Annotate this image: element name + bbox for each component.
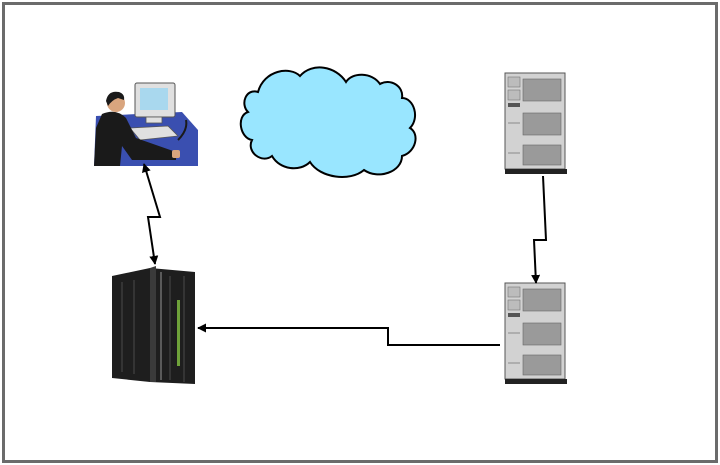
tower-server-icon (505, 73, 567, 174)
frame-border (4, 4, 717, 462)
person-hand (172, 150, 180, 158)
tower-server-icon (505, 283, 567, 384)
monitor-screen (140, 88, 168, 110)
monitor-stand (146, 117, 162, 123)
mainframe-icon (112, 266, 195, 384)
